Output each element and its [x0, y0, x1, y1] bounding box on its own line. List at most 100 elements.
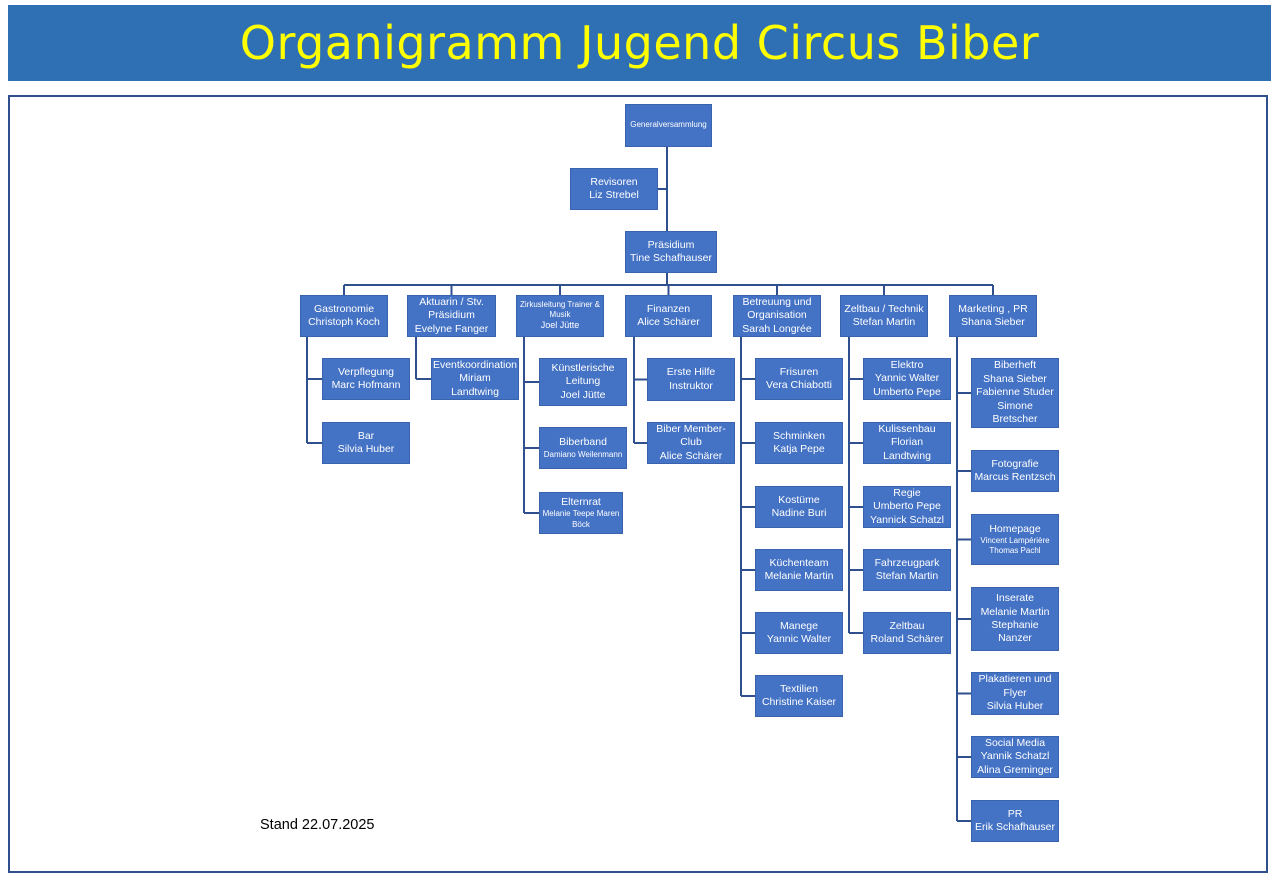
- box-names: Silvia Huber: [337, 443, 395, 455]
- box-title: Inserate: [996, 592, 1034, 605]
- box-title: Plakatieren und Flyer: [978, 673, 1052, 699]
- box-title: Präsidium: [647, 238, 695, 251]
- box-names: Alice Schärer: [637, 316, 700, 328]
- box-names: Liz Strebel: [589, 189, 639, 201]
- box-names: Yannik Schatzl Alina Greminger: [977, 750, 1053, 776]
- box-title: Biberband: [559, 436, 607, 449]
- box-title: Schminken: [773, 429, 825, 442]
- stand-date: Stand 22.07.2025: [260, 817, 375, 833]
- box-title: Fotografie: [991, 457, 1039, 470]
- box-names: Stefan Martin: [875, 570, 939, 582]
- box-names: Tine Schafhauser: [630, 252, 712, 264]
- box-names: Vincent Lampérière Thomas Pachl: [980, 535, 1050, 556]
- box-names: Melanie Martin: [764, 570, 834, 582]
- box-names: Florian Landtwing: [883, 436, 931, 462]
- box-names: Joel Jütte: [540, 320, 580, 331]
- box-title: Künstlerische Leitung: [551, 361, 615, 388]
- box-names: Marcus Rentzsch: [974, 471, 1056, 483]
- box-title: Eventkoordination: [432, 358, 518, 371]
- box-title: Kostüme: [778, 493, 820, 506]
- box-title: Zeltbau / Technik: [844, 302, 924, 315]
- box-names: Melanie Teepe Maren Böck: [542, 509, 620, 529]
- box-title: Frisuren: [779, 365, 819, 378]
- box-names: Yannic Walter Umberto Pepe: [873, 372, 941, 398]
- box-title: Küchenteam: [769, 556, 829, 569]
- box-title: Zeltbau: [889, 619, 925, 632]
- box-title: Biberheft: [993, 359, 1037, 372]
- box-names: Roland Schärer: [870, 633, 944, 645]
- box-names: Stefan Martin: [852, 316, 916, 328]
- org-chart-frame: [8, 95, 1268, 873]
- chart-title: Organigramm Jugend Circus Biber: [239, 16, 1040, 70]
- box-erste-hilfe-instruktor: Erste Hilfe Instruktor: [647, 358, 735, 401]
- box-title: Biber Member-Club: [656, 422, 726, 449]
- box-title: Bar: [357, 429, 375, 442]
- box-title: Aktuarin / Stv. Präsidium: [419, 295, 484, 322]
- box-names: Erik Schafhauser: [975, 821, 1055, 833]
- box-names: Yannic Walter: [766, 633, 832, 645]
- box-names: Sarah Longrée: [742, 322, 812, 335]
- box-names: Miriam Landtwing: [451, 372, 499, 398]
- box-revisoren: Revisoren Liz Strebel: [570, 168, 658, 210]
- box-names: Silvia Huber: [986, 700, 1044, 713]
- box-names: Joel Jütte: [560, 388, 606, 401]
- box-names: Evelyne Fanger: [414, 322, 489, 335]
- box-title: Generalversammlung: [630, 120, 707, 130]
- box-names: Shana Sieber Fabienne Studer Simone Bret…: [976, 372, 1054, 426]
- box-names: Umberto Pepe Yannick Schatzl: [870, 500, 944, 526]
- box-names: Melanie Martin Stephanie Nanzer: [980, 605, 1050, 645]
- box-names: Marc Hofmann: [331, 379, 401, 391]
- box-title: Elektro: [890, 358, 924, 371]
- box-title: Betreuung und Organisation: [742, 295, 812, 322]
- box-title: Verpflegung: [337, 365, 395, 378]
- box-title: Manege: [780, 619, 818, 632]
- box-names: Christoph Koch: [308, 316, 380, 328]
- box-title: Homepage: [989, 522, 1041, 535]
- box-names: Christine Kaiser: [761, 696, 837, 708]
- box-title: PR: [1007, 807, 1023, 820]
- box-names: Shana Sieber: [961, 316, 1025, 328]
- box-title: Marketing , PR: [958, 302, 1028, 315]
- box-generalversammlung: Generalversammlung: [625, 104, 712, 147]
- box-title: Elternrat: [561, 496, 601, 509]
- box-title: Kulissenbau: [878, 422, 936, 435]
- box-title: Regie: [893, 486, 921, 499]
- box-names: Damiano Weilenmann: [543, 449, 623, 459]
- box-praesidium: Präsidium Tine Schafhauser: [625, 231, 717, 273]
- box-title: Textilien: [780, 682, 818, 695]
- box-title: Erste Hilfe Instruktor: [666, 366, 716, 392]
- title-banner: Organigramm Jugend Circus Biber: [8, 5, 1271, 81]
- box-title: Gastronomie: [313, 302, 375, 315]
- box-names: Katja Pepe: [773, 443, 825, 455]
